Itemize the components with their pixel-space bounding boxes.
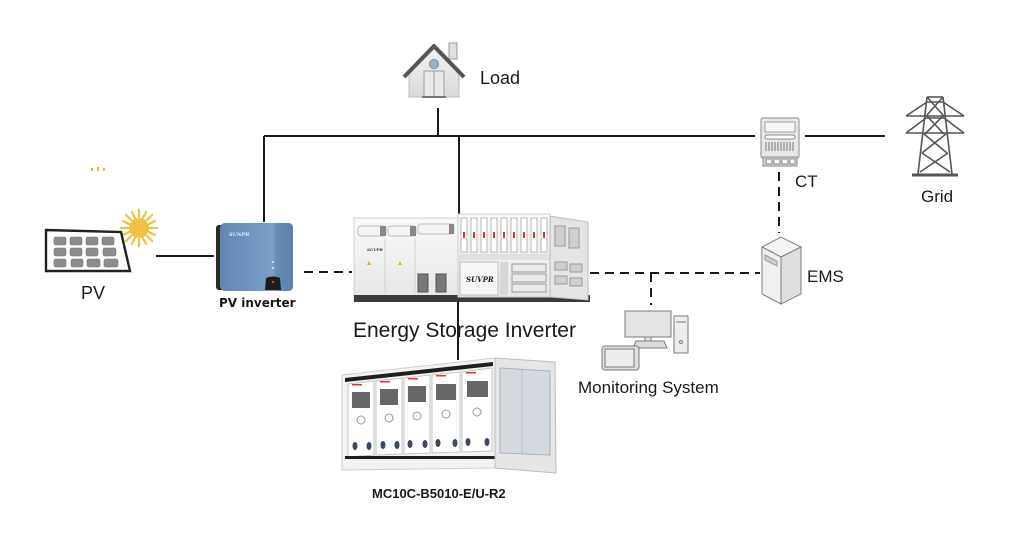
battery-model-label: MC10C-B5010-E/U-R2	[372, 486, 506, 501]
storage-inverter-cabinet-icon: SUVPR SUVPR	[353, 213, 590, 302]
transmission-tower-icon	[905, 96, 965, 177]
ct-label: CT	[795, 172, 818, 191]
grid-label: Grid	[921, 187, 954, 206]
monitoring-system-label: Monitoring System	[578, 378, 719, 397]
pv-inverter-label: PV inverter	[219, 296, 296, 310]
pv-inverter-brand: SUNPR	[229, 232, 249, 238]
load-label: Load	[480, 68, 521, 88]
computer-tablet-icon	[601, 310, 689, 371]
battery-container-icon	[341, 357, 557, 474]
electric-meter-icon	[760, 117, 800, 167]
server-tower-icon	[760, 236, 803, 305]
inverter-icon: SUNPR	[216, 223, 293, 291]
power-lines	[156, 108, 885, 360]
energy-storage-inverter-label: Energy Storage Inverter	[353, 319, 576, 342]
esi-brand: SUVPR	[466, 275, 494, 284]
solar-panel-icon	[44, 167, 159, 273]
esi-brand-small: SUVPR	[367, 247, 383, 252]
sun-icon	[119, 208, 159, 248]
pv-label: PV	[81, 283, 106, 303]
ems-label: EMS	[807, 267, 844, 286]
communication-lines	[304, 172, 780, 305]
house-icon	[402, 42, 466, 98]
